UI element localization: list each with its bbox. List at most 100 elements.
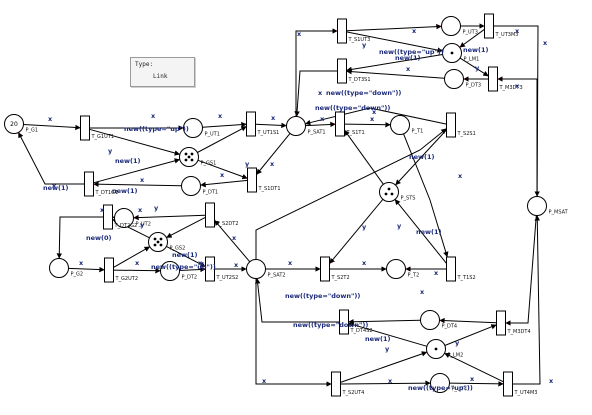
arc-t_ut4m3-to-p_lm2[interactable] — [444, 352, 504, 383]
transition-t-ut4m3[interactable]: T_UT4M3 — [503, 371, 538, 397]
arc-p_lm1-to-t_dt3s1[interactable] — [346, 54, 443, 73]
transition-t-dt4s2[interactable]: T_DT4S2 — [339, 309, 373, 335]
place-p-ut2[interactable]: P_UT2 — [114, 208, 151, 228]
transition-t-s2dt2[interactable]: T_S2DT2 — [205, 202, 239, 228]
transition-bar — [339, 309, 349, 335]
arc-p_dt3-to-t_dt3s1[interactable] — [346, 68, 445, 79]
arc-t_s1ut3-to-p_lm1[interactable] — [346, 31, 443, 53]
arc-t_ut4m3-to-p_msat[interactable] — [512, 215, 541, 385]
arc-p_msat-to-t_m3dt3[interactable] — [497, 76, 538, 197]
arc-p_t1-to-t_t1s2[interactable] — [403, 133, 449, 258]
transition-t-s2ut4[interactable]: T_S2UT4 — [331, 371, 365, 397]
transition-t-s1t1[interactable]: T_S1T1 — [335, 111, 365, 137]
arc-t_m3dt4-to-p_dt4[interactable] — [439, 317, 497, 324]
arc-t_s2dt2-to-p_ut2[interactable] — [133, 214, 206, 221]
token — [184, 152, 188, 156]
transition-t-m3dt4[interactable]: T_M3DT4 — [496, 310, 531, 336]
transition-t-t1s2[interactable]: T_T1S2 — [446, 256, 476, 282]
arc-t_dt3s1-to-p_sat1[interactable] — [294, 70, 338, 117]
arc-p_lm2-to-t_m3dt4[interactable] — [444, 324, 497, 346]
arc-p_g1-to-t_g1ut1[interactable] — [23, 124, 81, 131]
arc-p_sts-to-t_s1t1[interactable] — [344, 129, 384, 185]
transition-t-m3dt3[interactable]: T_M3DT3 — [488, 66, 523, 92]
transition-label: T_S2DT2 — [216, 221, 239, 227]
arc-p_sat1-to-t_s1ut3[interactable] — [295, 28, 338, 117]
place-p-dt1[interactable]: P_DT1 — [181, 176, 219, 196]
place-p-ut4[interactable]: P_UT4 — [430, 373, 467, 393]
arc-t_dt1g1-to-p_g1[interactable] — [17, 132, 85, 185]
arc-p_sat2-to-t_s2dt2[interactable] — [214, 219, 251, 263]
transition-t-s1ut3[interactable]: T_S1UT3 — [337, 18, 371, 44]
transition-t-g1ut1[interactable]: T_G1UT1 — [80, 115, 115, 141]
transition-t-ut3m3[interactable]: T_UT3M3 — [484, 13, 519, 39]
arc-t_dt4s2-to-p_sat2[interactable] — [254, 278, 340, 323]
arc-t_s1ut3-to-p_ut3[interactable] — [346, 23, 442, 32]
place-p-gs1[interactable]: P_GS1 — [179, 147, 217, 167]
tooltip-type-value: Link — [153, 73, 168, 80]
arc-p_msat-to-t_m3dt4[interactable] — [505, 215, 537, 326]
place-p-ut3[interactable]: P_UT3 — [441, 16, 478, 36]
place-p-lm2[interactable]: P_LM2 — [426, 339, 464, 359]
arc-inscription: y — [397, 222, 402, 230]
arc-t_g2ut2-to-p_gs2[interactable] — [113, 246, 151, 268]
transition-t-ut2s2[interactable]: T_UT2S2 — [205, 256, 239, 282]
arc-t_s2s1-to-p_sts[interactable] — [395, 129, 447, 186]
place-p-g1[interactable]: 20P_G1 — [4, 114, 39, 134]
arc-p_dt1-to-t_dt1g1[interactable] — [93, 181, 182, 187]
arc-t_s1t1-to-p_t1[interactable] — [344, 121, 391, 128]
place-p-sat1[interactable]: P_SAT1 — [286, 116, 326, 136]
place-p-dt3[interactable]: P_DT3 — [444, 69, 482, 89]
place-p-t2[interactable]: P_T2 — [386, 259, 420, 279]
arc-p_dt4-to-t_dt4s2[interactable] — [348, 319, 421, 325]
place-p-dt4[interactable]: P_DT4 — [420, 310, 458, 330]
arc-t_s2dt2-to-p_gs2[interactable] — [166, 216, 206, 239]
transition-t-s2t2[interactable]: T_S2T2 — [320, 256, 350, 282]
transition-t-s1dt1[interactable]: T_S1DT1 — [247, 167, 281, 193]
arc-p_dt2-to-t_ut2s2[interactable] — [179, 266, 206, 273]
arc-t_s2ut4-to-p_ut4[interactable] — [340, 380, 431, 386]
place-p-sts[interactable]: P_STS — [379, 182, 416, 202]
place-p-g2[interactable]: P_G2 — [49, 258, 84, 278]
place-p-ut1[interactable]: P_UT1 — [183, 118, 220, 138]
arc-p_sat1-to-t_s1t1[interactable] — [305, 121, 336, 128]
place-p-lm1[interactable]: P_LM1 — [442, 43, 480, 63]
transition-t-dt3s1[interactable]: T_DT3S1 — [337, 58, 371, 84]
transition-label: T_M3DT3 — [499, 85, 523, 91]
transition-t-ut1s1[interactable]: T_UT1S1 — [246, 111, 280, 137]
transition-label: T_UT2S2 — [216, 275, 239, 281]
transition-t-dt2g2[interactable]: T_DT2G2 — [103, 204, 138, 230]
arc-t_s1dt1-to-p_dt1[interactable] — [200, 179, 248, 188]
arc-t_s2s1-to-p_sat1[interactable] — [304, 107, 447, 126]
arc-t_ut1s1-to-p_sat1[interactable] — [255, 122, 287, 129]
arc-t_g1ut1-to-p_gs1[interactable] — [89, 128, 181, 156]
arc-t_s2ut4-to-p_lm2[interactable] — [340, 351, 428, 383]
arc-p_ut4-to-t_ut4m3[interactable] — [449, 381, 504, 387]
arc-p_lm1-to-t_m3dt3[interactable] — [459, 57, 489, 77]
arc-p_sat1-to-t_s1dt1[interactable] — [256, 133, 291, 175]
arc-t_dt2g2-to-p_g2[interactable] — [56, 216, 104, 259]
arc-p_gs2-to-t_ut2s2[interactable] — [166, 245, 206, 268]
transition-t-s2s1[interactable]: T_S2S1 — [446, 112, 476, 138]
arc-p_sat2-to-t_s2s1[interactable] — [255, 128, 447, 260]
arc-p_lm2-to-t_dt4s2[interactable] — [348, 322, 428, 347]
arc-t_ut3m3-to-p_msat[interactable] — [493, 25, 540, 197]
arc-p_gs1-to-t_ut1s1[interactable] — [197, 125, 247, 153]
arc-p_gs1-to-t_s1dt1[interactable] — [197, 159, 248, 180]
arc-p_ut1-to-t_ut1s1[interactable] — [202, 121, 247, 128]
arc-t_ut3m3-to-p_lm1[interactable] — [459, 28, 485, 48]
arc-t_t1s2-to-p_sts[interactable] — [394, 199, 447, 264]
place-p-gs2[interactable]: P_GS2 — [148, 232, 186, 252]
place-p-t1[interactable]: P_T1 — [390, 115, 424, 135]
arc-inscription: x — [151, 112, 156, 120]
arc-p_g2-to-t_g2ut2[interactable] — [68, 266, 105, 273]
arc-t_g2ut2-to-p_dt2[interactable] — [113, 267, 161, 274]
transition-t-dt1g1[interactable]: T_DT1G1 — [84, 171, 119, 197]
place-p-dt2[interactable]: P_DT2 — [160, 261, 198, 281]
transition-t-g2ut2[interactable]: T_G2UT2 — [104, 257, 139, 283]
place-p-sat2[interactable]: P_SAT2 — [246, 259, 286, 279]
arc-t_dt1g1-to-p_gs1[interactable] — [93, 158, 181, 184]
arc-p_sts-to-t_s2t2[interactable] — [329, 198, 384, 264]
arc-p_sat2-to-t_s2ut4[interactable] — [255, 278, 332, 387]
place-p-msat[interactable]: P_MSAT — [527, 196, 569, 216]
